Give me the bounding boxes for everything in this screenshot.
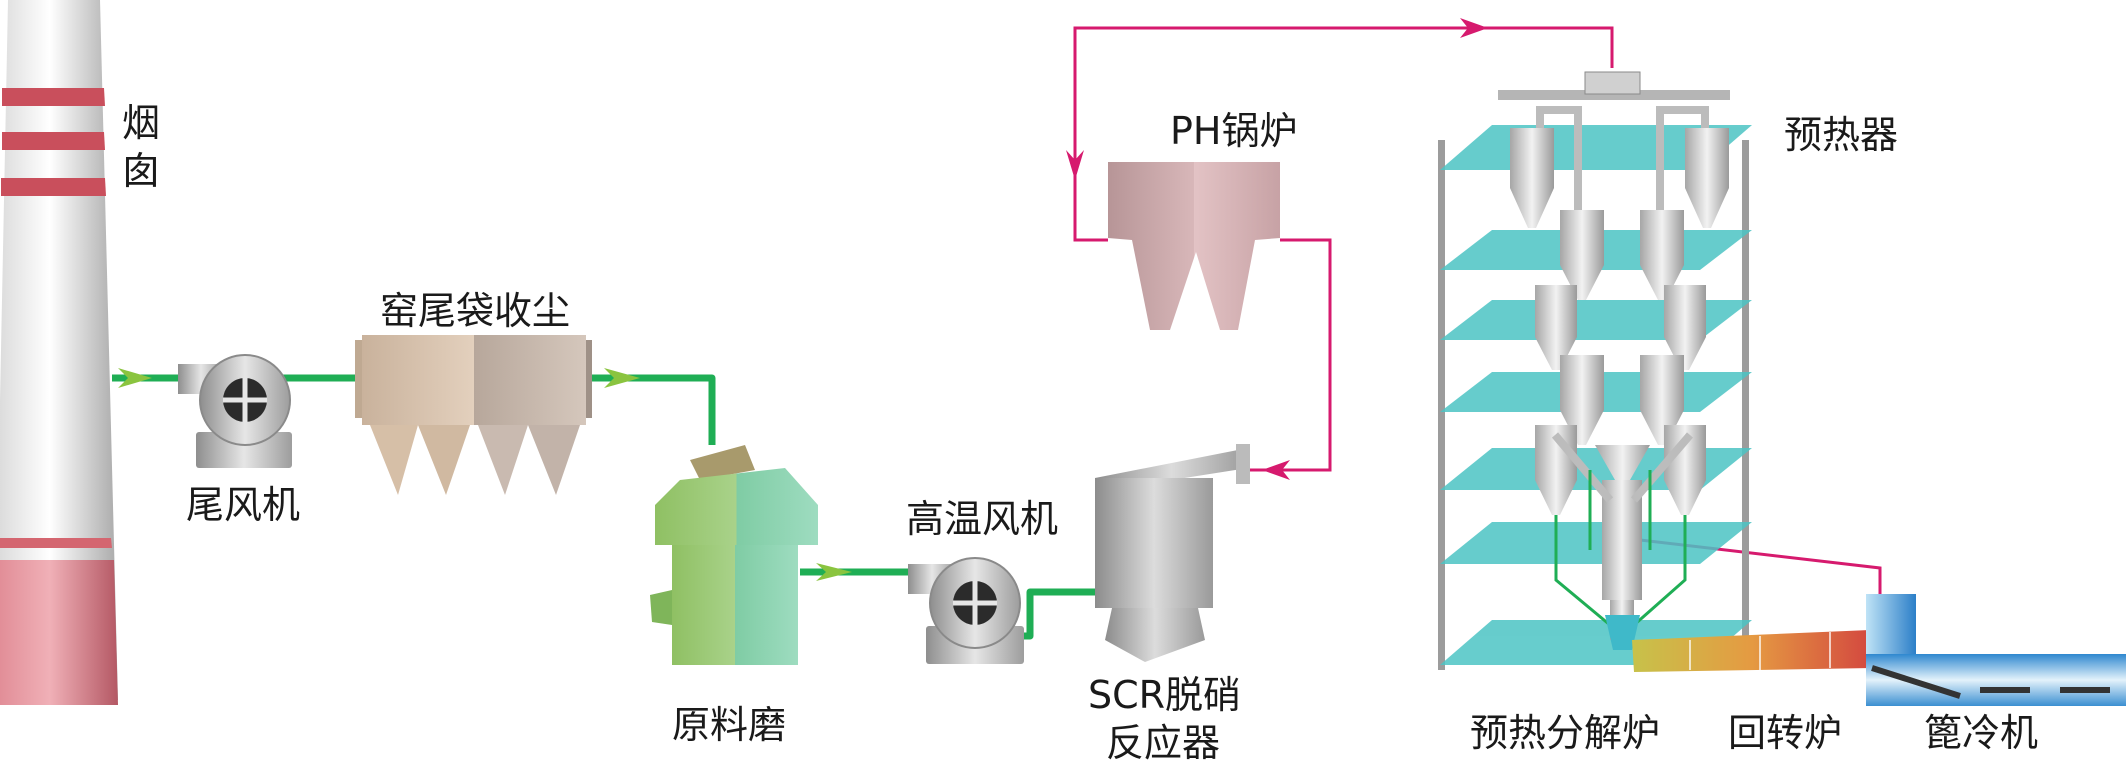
raw-mill (650, 445, 818, 665)
fan-icon (953, 581, 997, 625)
preheater-tower (1438, 71, 1752, 670)
ph-boiler-label: PH锅炉 (1170, 109, 1298, 153)
chimney-label-1: 烟 (122, 101, 161, 145)
scr-label-1: SCR脱硝 (1088, 673, 1242, 717)
chimney-label-2: 囱 (122, 149, 161, 193)
scr-label-2: 反应器 (1106, 721, 1221, 765)
precalciner-label: 预热分解炉 (1470, 711, 1661, 755)
fan-icon (223, 378, 267, 422)
hot-air-line (1073, 26, 1882, 602)
scr-reactor (1095, 444, 1250, 662)
tail-fan (178, 354, 292, 468)
arrow-icon (1066, 18, 1488, 480)
rotary-kiln-label: 回转炉 (1728, 711, 1843, 755)
ph-boiler (1108, 162, 1280, 330)
grate-cooler (1866, 594, 2126, 706)
tail-fan-label: 尾风机 (186, 483, 301, 527)
hot-fan-label: 高温风机 (906, 497, 1059, 541)
preheater-label: 预热器 (1784, 113, 1899, 157)
cooler-label: 篦冷机 (1924, 711, 2039, 755)
bag-filter (355, 335, 592, 495)
rotary-kiln (1632, 630, 1872, 672)
hot-fan (908, 557, 1024, 664)
arrow-icon (118, 368, 852, 581)
chimney (0, 0, 118, 705)
bag-filter-label: 窑尾袋收尘 (380, 289, 571, 333)
raw-mill-label: 原料磨 (672, 703, 787, 747)
